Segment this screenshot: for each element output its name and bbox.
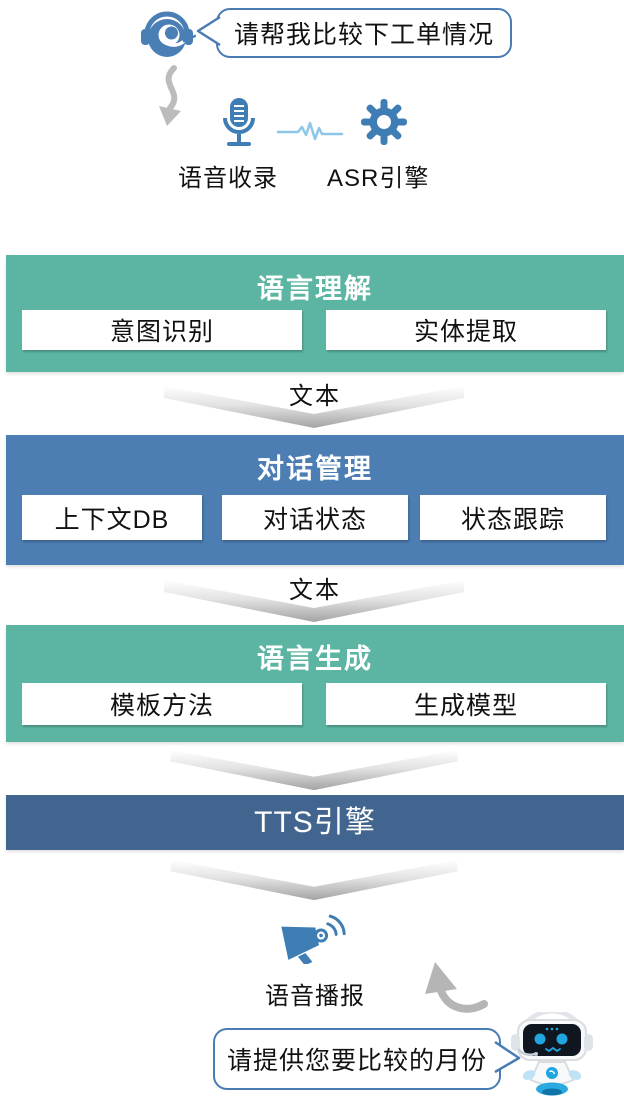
sound-wave-icon (276, 121, 344, 141)
tts-block: TTS引擎 (6, 795, 624, 850)
nlg-item-template-label: 模板方法 (109, 692, 214, 720)
nlg-item-model: 生成模型 (326, 683, 606, 725)
nlg-title: 语言生成 (257, 644, 373, 674)
dm-item-context-db: 上下文DB (22, 495, 202, 540)
dm-item-context-db-label: 上下文DB (54, 505, 170, 534)
dm-item-state-tracking-label: 状态跟踪 (460, 505, 565, 534)
megaphone-icon (281, 914, 346, 964)
nlu-block: 语言理解 意图识别 实体提取 (6, 255, 624, 372)
flow1-label: 文本 (289, 383, 341, 410)
user-bubble-tail (196, 15, 221, 47)
chevron-arrow-1 (164, 386, 464, 428)
nlu-item-entity: 实体提取 (326, 310, 606, 350)
gear-icon (361, 99, 407, 145)
bot-bubble-tail (494, 1040, 521, 1074)
nlu-item-intent-label: 意图识别 (109, 318, 214, 346)
user-speech-text: 请帮我比较下工单情况 (233, 21, 494, 49)
nlg-item-model-label: 生成模型 (413, 692, 518, 720)
chevron-arrow-4 (170, 859, 458, 901)
microphone-icon (223, 98, 255, 146)
bot-speech-text: 请提供您要比较的月份 (226, 1047, 487, 1075)
bot-speech-bubble: 请提供您要比较的月份 (213, 1028, 501, 1090)
asr-engine-label: ASR引擎 (327, 165, 430, 192)
dm-item-dialog-state-label: 对话状态 (262, 505, 367, 534)
flow2-label: 文本 (289, 577, 341, 604)
headset-agent-icon (141, 11, 196, 57)
robot-icon (511, 1012, 593, 1096)
nlg-block: 语言生成 模板方法 生成模型 (6, 625, 624, 742)
nlu-item-entity-label: 实体提取 (413, 318, 518, 346)
curved-arrow-up-icon (425, 962, 488, 1013)
voice-capture-label: 语音收录 (178, 165, 278, 192)
nlu-title: 语言理解 (257, 274, 373, 304)
dm-item-dialog-state: 对话状态 (222, 495, 408, 540)
user-speech-bubble: 请帮我比较下工单情况 (216, 8, 512, 58)
dm-title: 对话管理 (257, 454, 373, 484)
nlg-item-template: 模板方法 (22, 683, 302, 725)
chevron-arrow-3 (170, 749, 458, 791)
curved-arrow-down-icon (159, 65, 181, 126)
dm-item-state-tracking: 状态跟踪 (420, 495, 606, 540)
tts-title: TTS引擎 (254, 806, 376, 839)
dm-block: 对话管理 上下文DB 对话状态 状态跟踪 (6, 435, 624, 565)
voice-broadcast-label: 语音播报 (265, 983, 365, 1010)
chevron-arrow-2 (164, 580, 464, 622)
nlu-item-intent: 意图识别 (22, 310, 302, 350)
